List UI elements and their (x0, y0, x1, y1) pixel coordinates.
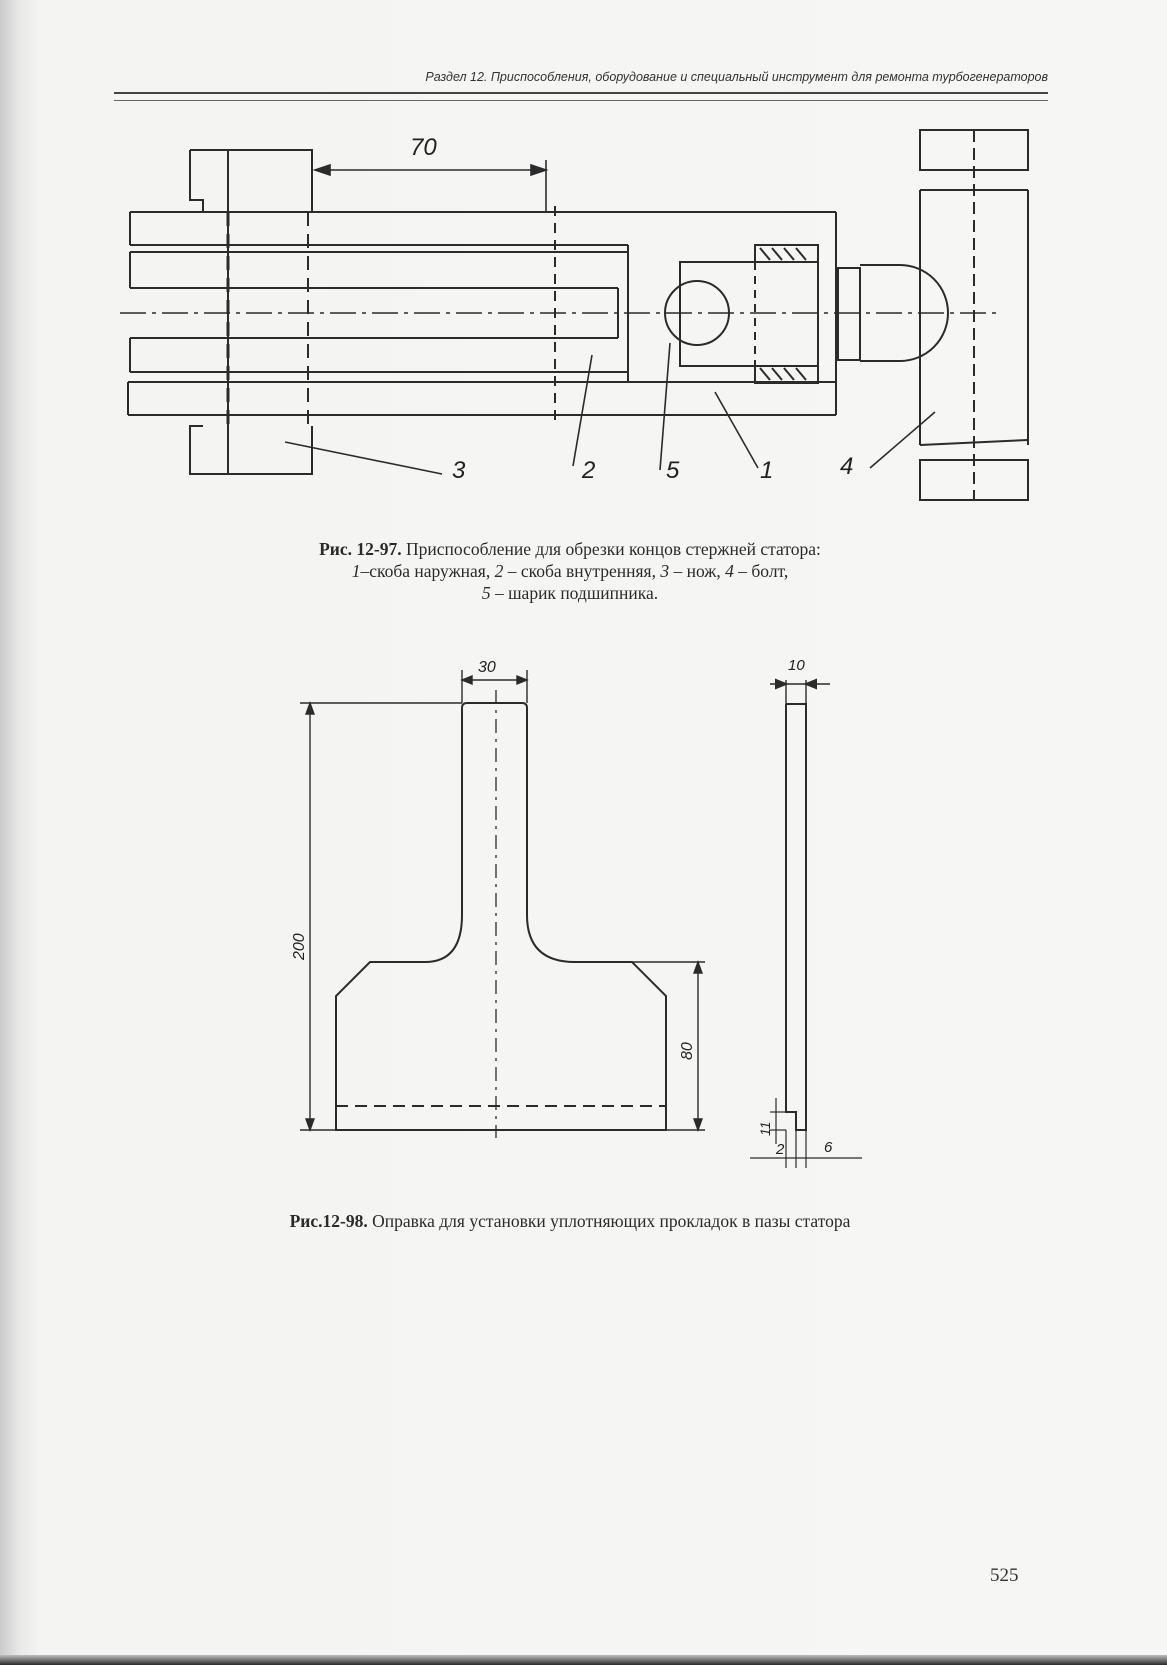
running-header: Раздел 12. Приспособления, оборудование … (425, 70, 1048, 84)
legend-num-3: 3 (660, 561, 670, 581)
figure-97-drawing (120, 129, 1029, 501)
callout-3: 3 (452, 457, 466, 484)
dimension-80-line (632, 959, 705, 1133)
bolt-part (837, 129, 1029, 501)
dimension-30-text: 30 (478, 659, 496, 676)
dimension-200-text: 200 (291, 933, 308, 961)
callout-leaders (284, 342, 936, 475)
legend-text-3: – нож, (669, 561, 726, 581)
legend-num-2: 2 (494, 561, 504, 581)
outer-bracket-part (127, 211, 837, 416)
header-rule (114, 92, 1048, 101)
callout-4: 4 (840, 453, 853, 480)
bearing-ball (664, 280, 730, 346)
legend-text-2: – скоба внутренняя, (503, 561, 661, 581)
dimension-80-text: 80 (679, 1042, 696, 1060)
legend-num-4: 4 (725, 561, 734, 581)
figure-98-title: Оправка для установки уплотняющих прокла… (367, 1211, 851, 1231)
figure-98-number: Рис.12-98. (289, 1211, 368, 1231)
mandrel-side-view (750, 678, 862, 1168)
dimension-10-text: 10 (788, 657, 805, 674)
dimension-70-line (312, 160, 549, 212)
legend-text-1: –скоба наружная, (360, 561, 495, 581)
dimension-30-line (460, 670, 529, 703)
page-number: 525 (990, 1565, 1019, 1586)
legend-text-5: – шарик подшипника. (490, 583, 659, 603)
callout-5: 5 (666, 457, 680, 484)
figure-97-caption-line1: Рис. 12-97. Приспособление для обрезки к… (180, 538, 960, 560)
dimension-11-text: 11 (757, 1121, 773, 1136)
dimension-70-text: 70 (410, 134, 437, 161)
legend-num-5: 5 (481, 583, 491, 603)
dimension-200-line (300, 700, 462, 1133)
scan-bottom-edge (0, 1655, 1167, 1665)
legend-num-1: 1 (351, 561, 361, 581)
mandrel-outline (335, 702, 667, 1131)
figure-97-title: Приспособление для обрезки концов стержн… (405, 539, 821, 559)
callout-1: 1 (760, 457, 773, 484)
threaded-bushing (679, 244, 819, 384)
figure-97-caption-line3: 5 – шарик подшипника. (180, 582, 960, 604)
figure-97-caption-line2: 1–скоба наружная, 2 – скоба внутренняя, … (180, 560, 960, 582)
knife-part (189, 149, 313, 475)
legend-text-4: – болт, (733, 561, 789, 581)
figure-98-drawing (300, 670, 862, 1168)
figure-98-caption: Рис.12-98. Оправка для установки уплотня… (120, 1210, 1020, 1232)
callout-2: 2 (581, 457, 595, 484)
figure-97-caption: Рис. 12-97. Приспособление для обрезки к… (180, 538, 960, 604)
figure-97-number: Рис. 12-97. (319, 539, 402, 559)
dimension-2-text: 2 (775, 1141, 785, 1158)
dimension-6-text: 6 (824, 1139, 833, 1156)
